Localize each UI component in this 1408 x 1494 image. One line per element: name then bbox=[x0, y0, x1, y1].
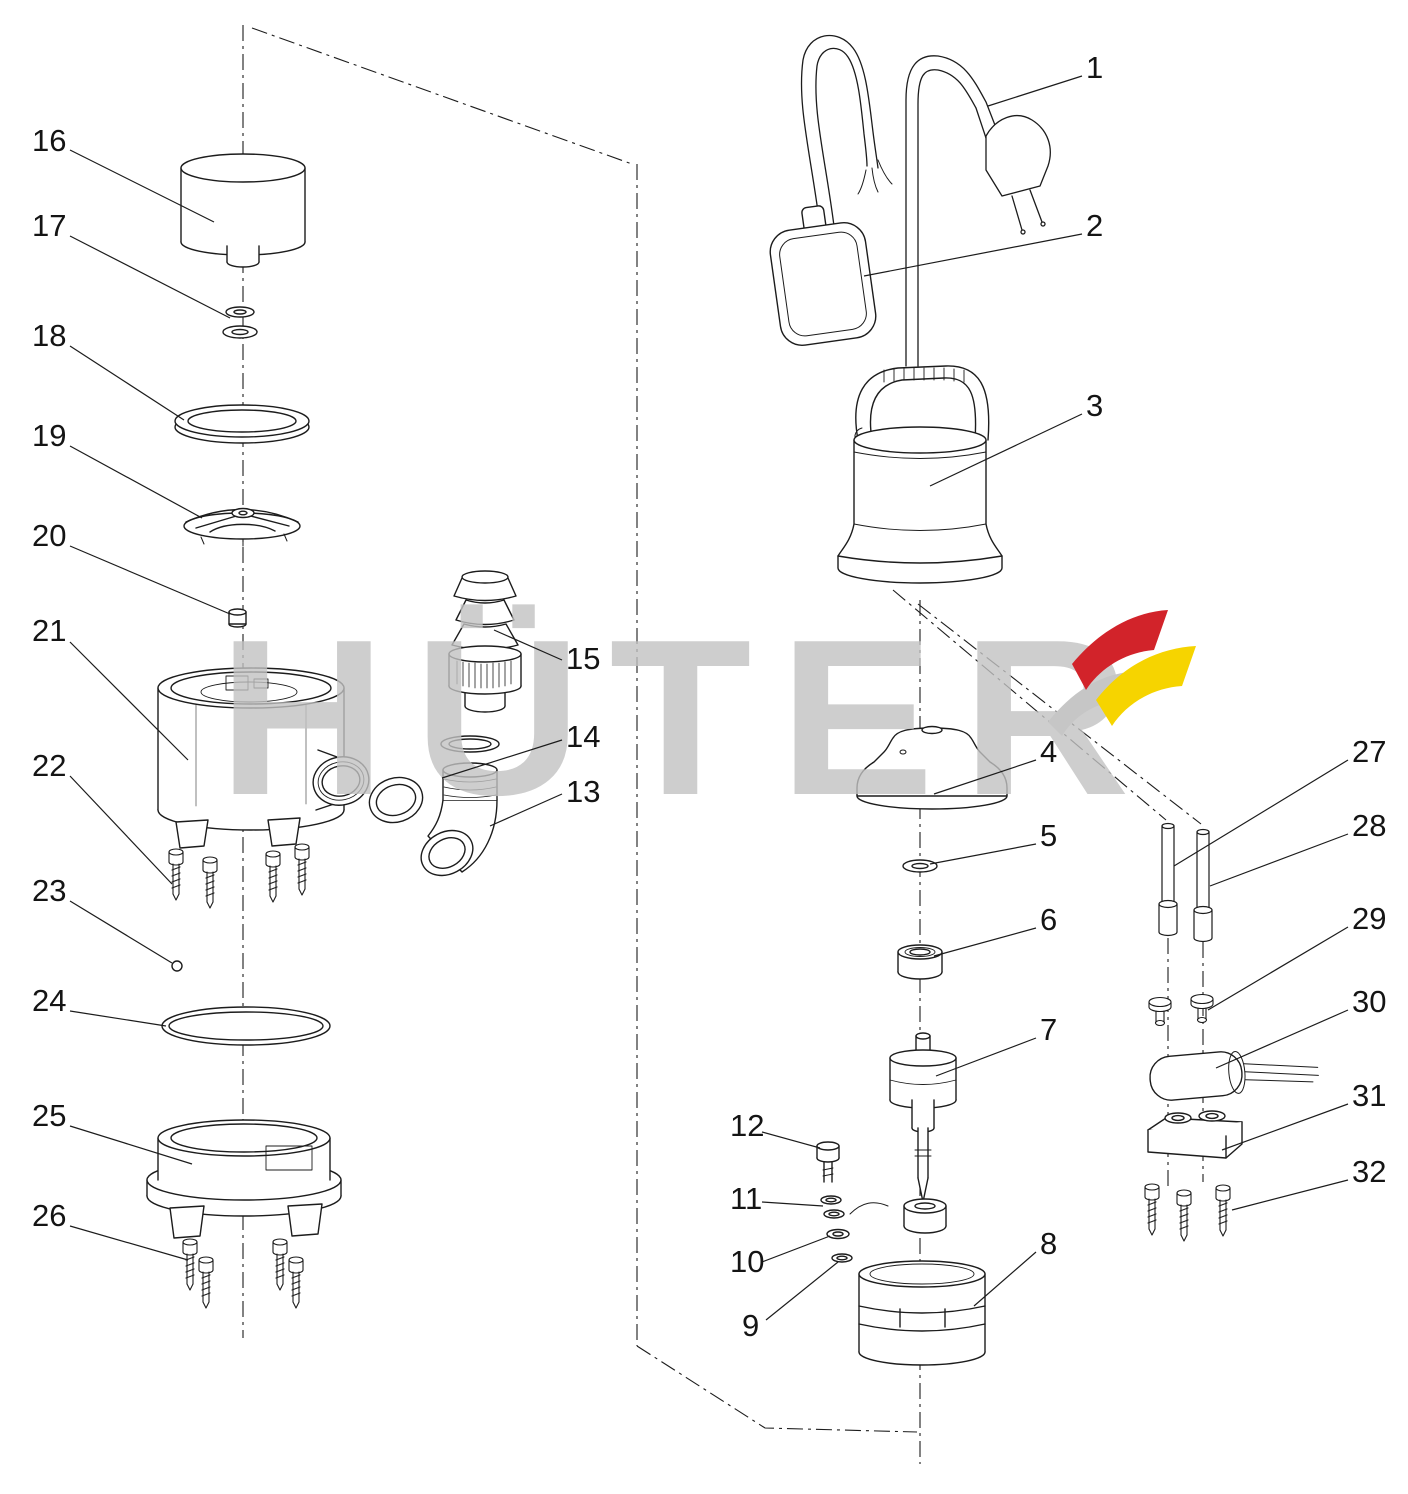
leader-line-23 bbox=[69, 900, 173, 964]
part-24-o-ring bbox=[161, 1006, 331, 1046]
part-21-pump-housing bbox=[157, 667, 370, 849]
part-11-washers bbox=[820, 1195, 889, 1219]
leader-line-26 bbox=[69, 1225, 189, 1261]
part-25-base-volute bbox=[146, 1119, 342, 1239]
part-18-gasket-ring bbox=[174, 404, 310, 444]
leader-line-7 bbox=[935, 1037, 1037, 1077]
leader-line-27 bbox=[1173, 759, 1349, 867]
leader-line-19 bbox=[69, 445, 203, 519]
leader-line-8 bbox=[973, 1251, 1037, 1307]
leader-line-2 bbox=[863, 233, 1083, 277]
leader-line-6 bbox=[933, 927, 1037, 957]
leader-line-3 bbox=[929, 413, 1083, 487]
part-9-washer bbox=[831, 1253, 853, 1263]
leader-line-10 bbox=[761, 1235, 831, 1263]
leader-line-28 bbox=[1209, 833, 1349, 887]
leader-line-24 bbox=[69, 1010, 167, 1027]
leader-line-30 bbox=[1215, 1009, 1349, 1069]
part-4-motor-cover bbox=[856, 725, 1008, 810]
leader-line-4 bbox=[933, 759, 1037, 795]
part-3-pump-body bbox=[837, 365, 1003, 584]
leader-line-22 bbox=[69, 775, 173, 885]
leader-line-18 bbox=[69, 345, 185, 421]
part-14-o-ring bbox=[368, 735, 500, 824]
part-23-ball bbox=[171, 960, 183, 972]
part-31-terminal-block bbox=[1147, 1110, 1243, 1159]
leader-line-13 bbox=[489, 793, 563, 827]
leader-line-15 bbox=[493, 629, 563, 661]
leader-line-25 bbox=[69, 1125, 193, 1165]
part-10-washer bbox=[826, 1228, 850, 1240]
part-20-shaft-nut bbox=[228, 608, 247, 628]
bearing-lower bbox=[903, 1198, 947, 1234]
leader-line-11 bbox=[761, 1201, 824, 1207]
leader-line-17 bbox=[69, 235, 231, 319]
leader-line-21 bbox=[69, 641, 189, 761]
part-7-rotor bbox=[889, 1032, 957, 1203]
part-16-top-cap bbox=[180, 153, 306, 268]
leader-line-32 bbox=[1231, 1179, 1349, 1211]
part-19-impeller bbox=[183, 507, 301, 547]
leader-line-5 bbox=[929, 843, 1037, 865]
leader-line-29 bbox=[1207, 926, 1349, 1011]
part-8-stator bbox=[858, 1260, 986, 1366]
part-15-hose-adapter bbox=[448, 570, 522, 713]
part-2-float-switch bbox=[769, 205, 877, 346]
leader-line-20 bbox=[69, 545, 231, 615]
leader-line-14 bbox=[441, 739, 563, 779]
leader-line-12 bbox=[761, 1131, 821, 1149]
leader-line-16 bbox=[69, 149, 215, 223]
leader-line-31 bbox=[1221, 1103, 1349, 1151]
part-6-bearing-upper bbox=[897, 944, 943, 980]
part-5-washer bbox=[902, 859, 938, 873]
part-12-screw bbox=[816, 1141, 840, 1183]
leader-line-1 bbox=[987, 75, 1083, 107]
part-30-capacitor bbox=[1149, 1050, 1319, 1101]
part-1-power-cable bbox=[800, 34, 1051, 367]
leader-line-9 bbox=[765, 1261, 839, 1321]
part-17-washers bbox=[222, 306, 258, 339]
